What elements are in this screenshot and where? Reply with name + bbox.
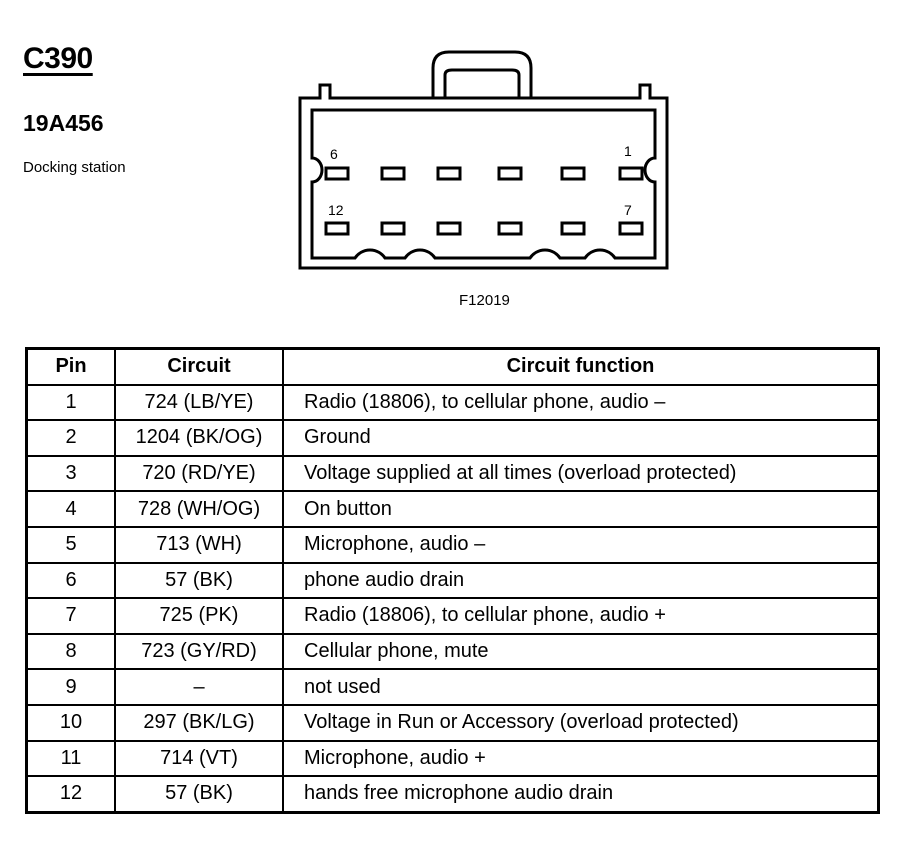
function-cell: Radio (18806), to cellular phone, audio …: [282, 383, 880, 422]
figure-id: F12019: [459, 292, 510, 309]
pin-label-7: 7: [624, 202, 632, 218]
function-cell: Voltage supplied at all times (overload …: [282, 454, 880, 493]
pin-cell: 1: [25, 383, 116, 422]
pin-cavity: [497, 221, 523, 236]
function-cell: Ground: [282, 419, 880, 457]
header-circuit: Circuit: [114, 347, 284, 386]
circuit-cell: 714 (VT): [114, 739, 284, 778]
housing-inner: [310, 108, 657, 260]
table-header-row: Pin Circuit Circuit function: [25, 347, 880, 386]
function-cell: Cellular phone, mute: [282, 632, 880, 671]
pin-cell: 12: [25, 775, 116, 814]
circuit-cell: 1204 (BK/OG): [114, 419, 284, 457]
latch-tab-inner: [443, 68, 521, 98]
function-cell: Microphone, audio +: [282, 739, 880, 778]
function-cell: hands free microphone audio drain: [282, 775, 880, 814]
circuit-cell: 57 (BK): [114, 775, 284, 814]
part-number: 19A456: [23, 110, 104, 136]
function-cell: On button: [282, 490, 880, 528]
circuit-cell: –: [114, 668, 284, 706]
circuit-cell: 725 (PK): [114, 597, 284, 635]
pin-cavity: [324, 221, 350, 236]
circuit-cell: 713 (WH): [114, 525, 284, 564]
pin-cell: 3: [25, 454, 116, 493]
pin-cell: 2: [25, 419, 116, 457]
pin-cavity: [436, 221, 462, 236]
header-circuit-function: Circuit function: [282, 347, 880, 386]
housing-outer: [298, 83, 669, 270]
latch-tab: [431, 50, 533, 98]
circuit-cell: 724 (LB/YE): [114, 383, 284, 422]
pin-cavity: [560, 166, 586, 181]
pin-cell: 8: [25, 632, 116, 671]
pin-cavity: [497, 166, 523, 181]
circuit-cell: 723 (GY/RD): [114, 632, 284, 671]
pin-label-1: 1: [624, 143, 632, 159]
pin-cavity: [560, 221, 586, 236]
connector-id: C390: [23, 42, 93, 75]
circuit-cell: 728 (WH/OG): [114, 490, 284, 528]
function-cell: not used: [282, 668, 880, 706]
header-pin: Pin: [25, 347, 116, 386]
pin-cell: 11: [25, 739, 116, 778]
circuit-cell: 297 (BK/LG): [114, 703, 284, 742]
pin-label-12: 12: [328, 202, 344, 218]
pin-cavity: [618, 166, 644, 181]
circuit-cell: 720 (RD/YE): [114, 454, 284, 493]
pin-cell: 4: [25, 490, 116, 528]
pin-cell: 10: [25, 703, 116, 742]
pin-cell: 6: [25, 561, 116, 600]
connector-description: Docking station: [23, 159, 126, 176]
table-row: 9–not used: [25, 668, 880, 706]
pin-cavity: [618, 221, 644, 236]
pin-label-6: 6: [330, 146, 338, 162]
pin-cavity: [436, 166, 462, 181]
pin-cavity: [324, 166, 350, 181]
function-cell: Radio (18806), to cellular phone, audio …: [282, 597, 880, 635]
function-cell: Microphone, audio –: [282, 525, 880, 564]
function-cell: phone audio drain: [282, 561, 880, 600]
function-cell: Voltage in Run or Accessory (overload pr…: [282, 703, 880, 742]
circuit-cell: 57 (BK): [114, 561, 284, 600]
pin-cell: 5: [25, 525, 116, 564]
pin-cell: 7: [25, 597, 116, 635]
connector-face-diagram: 6 1 12 7: [298, 50, 669, 270]
pin-cavity: [380, 221, 406, 236]
pin-cavity: [380, 166, 406, 181]
pin-cell: 9: [25, 668, 116, 706]
